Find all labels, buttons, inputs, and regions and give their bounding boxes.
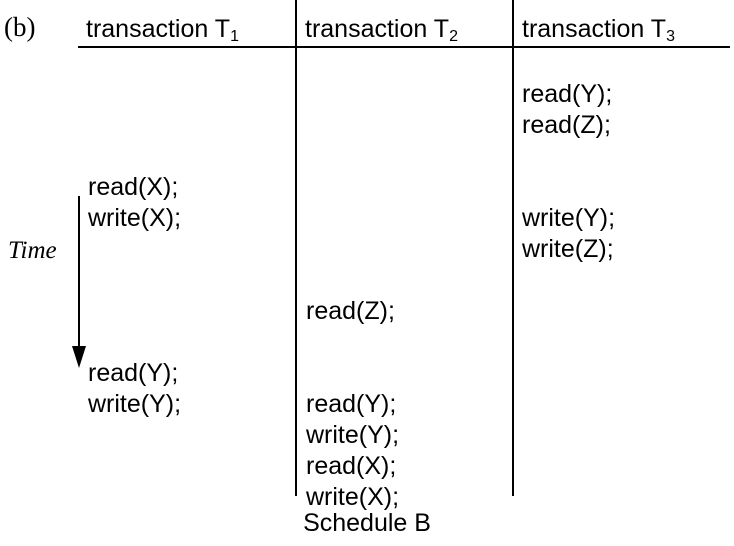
operation-t1-3: write(Y);	[88, 390, 182, 418]
column-divider-1	[295, 0, 297, 496]
column-header-t3-subscript: 3	[666, 28, 675, 45]
down-arrow-icon	[72, 196, 86, 368]
header-rule	[78, 46, 730, 48]
operation-t2-1: read(Y);	[306, 390, 397, 418]
column-header-t1: transaction T1	[86, 14, 239, 48]
column-divider-2	[512, 0, 514, 496]
operation-t2-4: write(X);	[306, 483, 400, 511]
column-header-t3-text: transaction T	[522, 15, 667, 43]
operation-t3-0: read(Y);	[522, 80, 613, 108]
operation-t1-0: read(X);	[88, 173, 179, 201]
operation-t1-2: read(Y);	[88, 359, 179, 387]
column-header-t1-text: transaction T	[86, 15, 231, 43]
operation-t3-1: read(Z);	[522, 111, 611, 139]
operation-t3-3: write(Z);	[522, 235, 614, 263]
figure-caption: Schedule B	[303, 509, 431, 537]
operation-t3-2: write(Y);	[522, 204, 616, 232]
time-axis-label: Time	[8, 237, 57, 264]
operation-t2-0: read(Z);	[306, 297, 395, 325]
part-label: (b)	[4, 12, 36, 42]
column-header-t2-subscript: 2	[449, 28, 458, 45]
operation-t2-2: write(Y);	[306, 421, 400, 449]
column-header-t2: transaction T2	[305, 14, 458, 48]
column-header-t3: transaction T3	[522, 14, 675, 48]
operation-t1-1: write(X);	[88, 204, 182, 232]
operation-t2-3: read(X);	[306, 452, 397, 480]
column-header-t1-subscript: 1	[230, 28, 239, 45]
column-header-t2-text: transaction T	[305, 15, 450, 43]
